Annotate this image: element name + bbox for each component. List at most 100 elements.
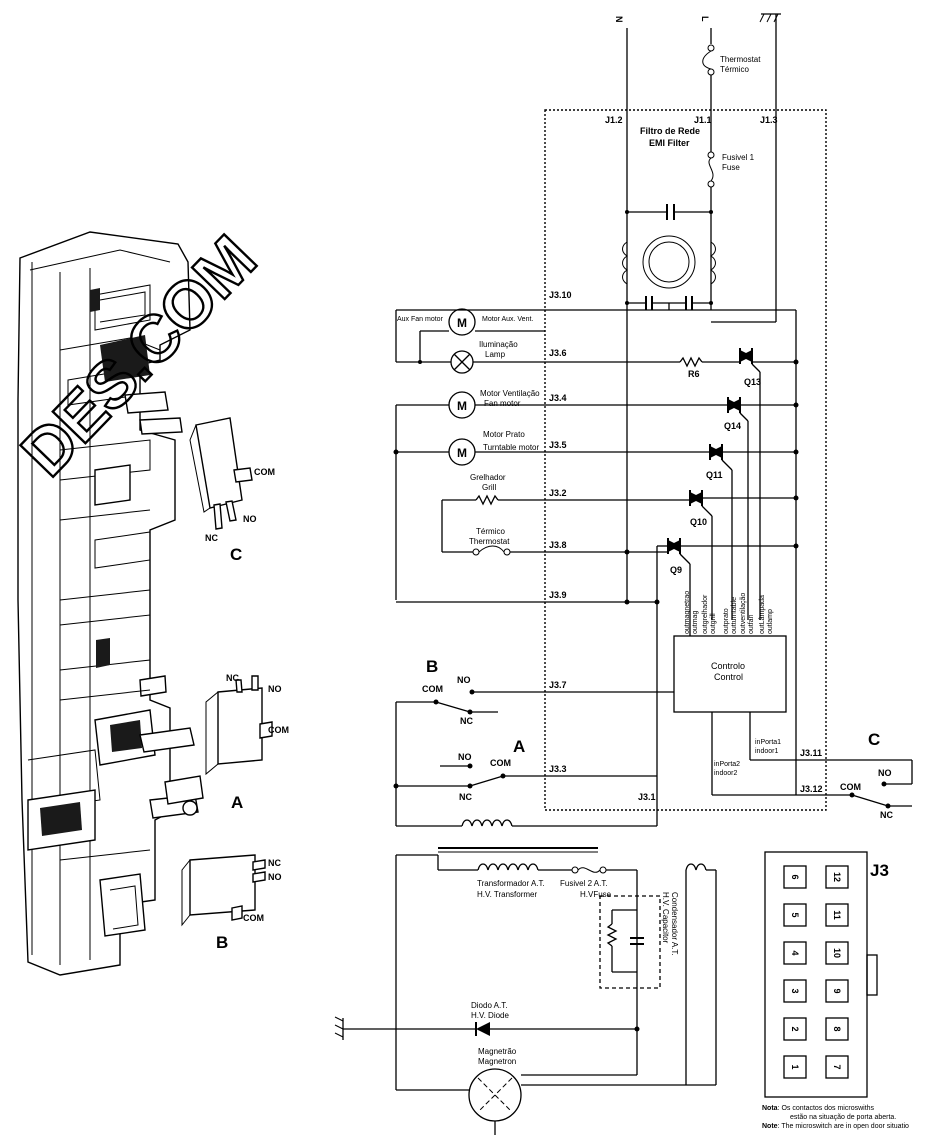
turntable-label-pt: Motor Prato (483, 430, 525, 439)
j3-pin-number: 6 (790, 874, 800, 879)
switch-b-com-label: COM (243, 913, 264, 923)
fan-label-pt: Motor Ventilação (480, 389, 540, 398)
hv-diode-label-pt: Diodo A.T. (471, 1001, 507, 1010)
magnetron-label-pt: Magnetrão (478, 1047, 517, 1056)
j3-pin-box (825, 941, 849, 965)
indoor2-label-en: indoor2 (714, 770, 737, 777)
switch-a-schem-no: NO (458, 752, 472, 762)
j3-title: J3 (870, 861, 889, 880)
motor-icon: M (457, 316, 467, 330)
switch-b-schem-nc: NC (460, 716, 473, 726)
switch-b-nc-label: NC (268, 858, 281, 868)
switch-a-schem-com: COM (490, 758, 511, 768)
control-label-en: Control (714, 672, 743, 682)
switch-c-picture: COM NO NC C (189, 417, 275, 564)
fuse-1: Fusivel 1 Fuse (707, 151, 755, 310)
j3-pin-number: 12 (832, 872, 842, 882)
j3-pin-number: 2 (790, 1026, 800, 1031)
svg-text:Nota: Os contactos dos microsw: Nota: Os contactos dos microswiths (762, 1105, 875, 1112)
note-text-pt-2: estão na situação de porta aberta. (790, 1114, 896, 1121)
j3-pin-box (825, 979, 849, 1003)
indoor1-label-en: indoor1 (755, 748, 778, 755)
connector-j3-7: J3.7 (549, 680, 567, 690)
j3-pin-box (825, 903, 849, 927)
fan-motor-icon: M (457, 399, 467, 413)
switch-b-schematic: B COM NO NC (395, 657, 674, 826)
switch-b-no-label: NO (268, 872, 282, 882)
pcb-boundary (544, 109, 827, 811)
switch-a-schematic: A NO COM NC (393, 737, 657, 802)
j3-pin-box (783, 903, 807, 927)
j3-pin-number: 11 (832, 910, 842, 920)
output-label: outgrill (710, 613, 717, 634)
emi-filter-label-en: EMI Filter (649, 138, 690, 148)
j3-pin-box (825, 1055, 849, 1079)
control-unit: Controlo Control outmagnetrao outmag out… (673, 591, 912, 796)
j3-pin-number: 10 (832, 948, 842, 958)
r6-label: R6 (688, 369, 700, 379)
q11-label: Q11 (706, 470, 723, 480)
hv-transformer-label-en: H.V. Transformer (477, 890, 538, 899)
hv-diode-label-en: H.V. Diode (471, 1011, 510, 1020)
svg-text:Note: The microswitch are in o: Note: The microswitch are in open door s… (762, 1123, 909, 1130)
earth-icon-top (759, 13, 781, 322)
switch-a-schem-nc: NC (459, 792, 472, 802)
hv-capacitor-label-en: H.V. Capacitor (661, 892, 670, 944)
j3-pin-number: 3 (790, 988, 800, 993)
triac-q13: Q13 (739, 348, 799, 620)
connector-j1-3: J1.3 (760, 115, 778, 125)
switch-b-schem-no: NO (457, 675, 471, 685)
hv-fuse-label-pt: Fusivel 2 A.T. (560, 879, 608, 888)
connector-j3-12: J3.12 (800, 784, 823, 794)
output-label: outlamp (767, 609, 774, 634)
q10-label: Q10 (690, 517, 707, 527)
fuse1-label-pt: Fusivel 1 (722, 153, 755, 162)
j3-pin-number: 4 (790, 950, 800, 955)
j3-pin-box (783, 1017, 807, 1041)
output-label: outLâmpada (759, 595, 766, 634)
switch-b-letter: B (216, 933, 228, 952)
emi-filter (622, 204, 716, 310)
switch-a-no-label: NO (268, 684, 282, 694)
note-text-pt-1: : Os contactos dos microswiths (778, 1105, 875, 1112)
grill-thermo-label-en: Thermostat (469, 537, 510, 546)
switch-a-letter: A (231, 793, 243, 812)
switch-b-schem-com: COM (422, 684, 443, 694)
note-text-en: : The microswitch are in open door situa… (778, 1123, 909, 1130)
grill-label-en: Grill (482, 483, 496, 492)
switch-c-schematic: C NO COM NC (840, 730, 913, 820)
switch-a-schem-letter: A (513, 737, 525, 756)
connector-j3-1: J3.1 (638, 792, 656, 802)
switch-c-schem-letter: C (868, 730, 880, 749)
door-latch-assembly (17, 231, 204, 976)
hv-fuse-label-en: H.VFuse (580, 890, 612, 899)
note-label-pt: Nota (762, 1105, 778, 1112)
switch-c-com-label: COM (254, 467, 275, 477)
output-label: outfan (748, 614, 755, 634)
q13-label: Q13 (744, 377, 761, 387)
lamp-label-pt: Iluminação (479, 340, 518, 349)
indoor2-label-pt: inPorta2 (714, 761, 740, 768)
resistor-r6: R6 (679, 356, 740, 379)
hv-capacitor-label-pt: Condensador A.T. (670, 892, 679, 956)
connector-j3-4: J3.4 (549, 393, 567, 403)
hv-transformer-label-pt: Transformador A.T. (477, 879, 545, 888)
grill-thermo-label-pt: Térmico (476, 527, 505, 536)
switch-b-schem-letter: B (426, 657, 438, 676)
connector-j3-5: J3.5 (549, 440, 567, 450)
aux-fan-label-en: Aux Fan motor (397, 316, 444, 323)
note: Nota: Os contactos dos microswiths estão… (762, 1105, 909, 1130)
switch-c-schem-no: NO (878, 768, 892, 778)
connector-j3-2: J3.2 (549, 488, 567, 498)
switch-a-picture: NC NO COM A (205, 673, 289, 812)
thermostat-label-en: Térmico (720, 65, 749, 74)
turntable-motor-icon: M (457, 446, 467, 460)
j3-pin-box (783, 979, 807, 1003)
line-label: L (700, 16, 710, 22)
mains-supply: N L Thermostat Térmico (614, 13, 781, 590)
connector-j3-3: J3.3 (549, 764, 567, 774)
neutral-label: N (614, 16, 624, 23)
hv-section: Transformador A.T. H.V. Transformer Fusi… (334, 847, 717, 1135)
